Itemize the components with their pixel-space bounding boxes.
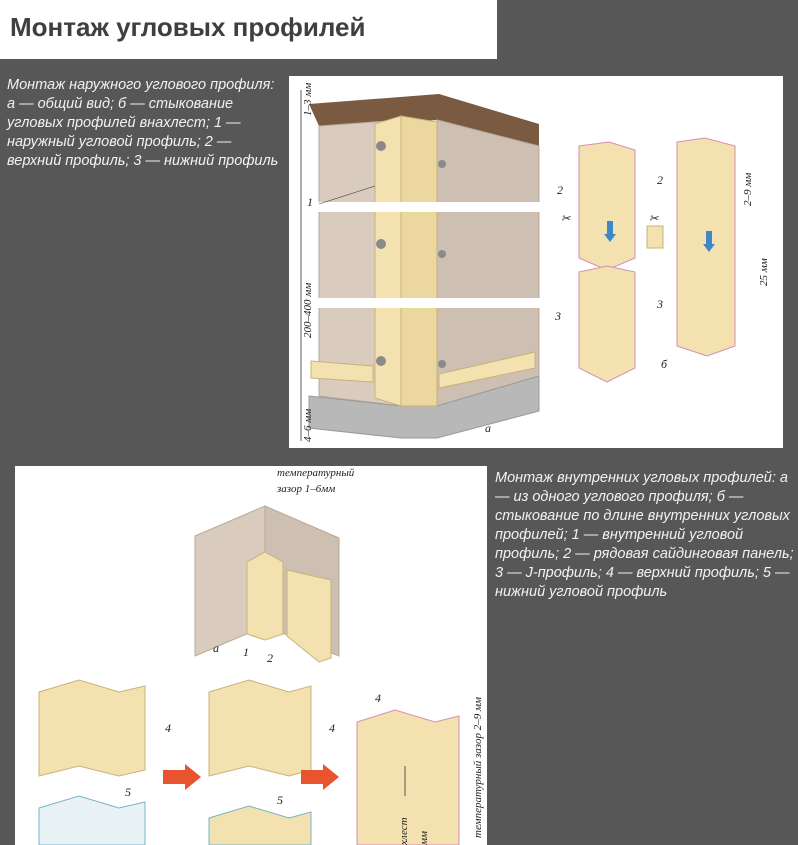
red-arrow-2-body [301, 770, 323, 784]
label-inner-item-4c: 4 [375, 691, 381, 705]
scissors-icon-right: ✂ [649, 213, 659, 225]
inner-profile-step-3: 4 хлест мм [356, 691, 460, 845]
siding-panel-right [438, 351, 536, 389]
red-arrow-2-head [323, 764, 339, 790]
red-arrow-1-body [163, 770, 185, 784]
figure-outer-corner: 1–3 мм 200–400 мм 4–6 мм 1 а ✂ ✂ 2 2 3 3… [289, 76, 783, 448]
mm-label: мм [418, 831, 430, 845]
siding-panel [286, 569, 332, 663]
label-inner-item-2: 2 [267, 651, 273, 665]
inner-profile-step-2: 4 5 [208, 679, 335, 845]
gap-label-line2: зазор 1–6мм [276, 483, 335, 495]
red-arrow-1-head [185, 764, 201, 790]
gap-vertical-label: температурный зазор 2–9 мм [472, 697, 484, 838]
down-arrow-left-shaft [607, 221, 613, 235]
label-inner-item-5b: 5 [277, 793, 283, 807]
step1-upper [38, 679, 146, 777]
down-arrow-right-shaft [706, 231, 712, 245]
label-item-3b: 3 [656, 297, 663, 311]
corner-profile-right-face [400, 115, 438, 407]
label-inner-item-1: 1 [243, 645, 249, 659]
step1-lower [38, 795, 146, 845]
upper-profile-left [578, 141, 636, 271]
siding-panel-left [310, 360, 374, 383]
gap-label-line1: температурный [277, 467, 355, 479]
label-inner-item-5a: 5 [125, 785, 131, 799]
scissors-icon-left: ✂ [561, 213, 571, 225]
label-inner-item-4b: 4 [329, 721, 335, 735]
label-inner-item-4a: 4 [165, 721, 171, 735]
dim-25-label: 25 мм [758, 258, 770, 286]
label-sub-a: а [485, 421, 491, 435]
label-item-3a: 3 [554, 309, 561, 323]
label-item-1: 1 [307, 195, 313, 209]
step2-lower [208, 805, 312, 845]
label-sub-a-inner: а [213, 641, 219, 655]
dim-bottom-label: 4–6 мм [302, 409, 314, 442]
dim-top-label: 1–3 мм [302, 83, 314, 116]
inner-corner-profile [246, 551, 284, 641]
label-item-2b: 2 [657, 173, 663, 187]
cut-piece [646, 225, 664, 249]
inner-profile-step-1: 4 5 [38, 679, 171, 845]
down-arrow-left [604, 234, 616, 242]
cut-band-1 [299, 202, 549, 212]
inner-corner-diagram: температурный зазор 1–6мм а 1 2 4 5 4 5 [38, 467, 484, 845]
caption-inner-profile: Монтаж внутренних угловых профилей: а — … [495, 470, 794, 600]
label-sub-b: б [661, 357, 668, 371]
dim-mid-label: 200–400 мм [302, 283, 314, 338]
title-box: Монтаж угловых профилей [0, 0, 497, 59]
dim-overlap-label: 2–9 мм [742, 173, 754, 206]
page-title: Монтаж угловых профилей [10, 12, 366, 42]
label-item-2a: 2 [557, 183, 563, 197]
fastener-screws [376, 141, 446, 368]
leader-1 [318, 185, 376, 205]
caption-outer-profile: Монтаж наружного углового профиля: а — о… [7, 77, 279, 169]
step2-upper [208, 679, 312, 777]
cut-band-2 [299, 298, 549, 308]
lower-profile-left [578, 265, 636, 383]
outer-corner-diagram: 1–3 мм 200–400 мм 4–6 мм 1 а ✂ ✂ 2 2 3 3… [299, 83, 770, 442]
down-arrow-right [703, 244, 715, 252]
step3-assembled [356, 709, 460, 845]
overlap-label: хлест [398, 817, 410, 845]
overlap-detail: ✂ ✂ 2 2 3 3 2–9 мм 25 мм б [554, 137, 770, 383]
figure-inner-corner: температурный зазор 1–6мм а 1 2 4 5 4 5 [15, 466, 487, 845]
